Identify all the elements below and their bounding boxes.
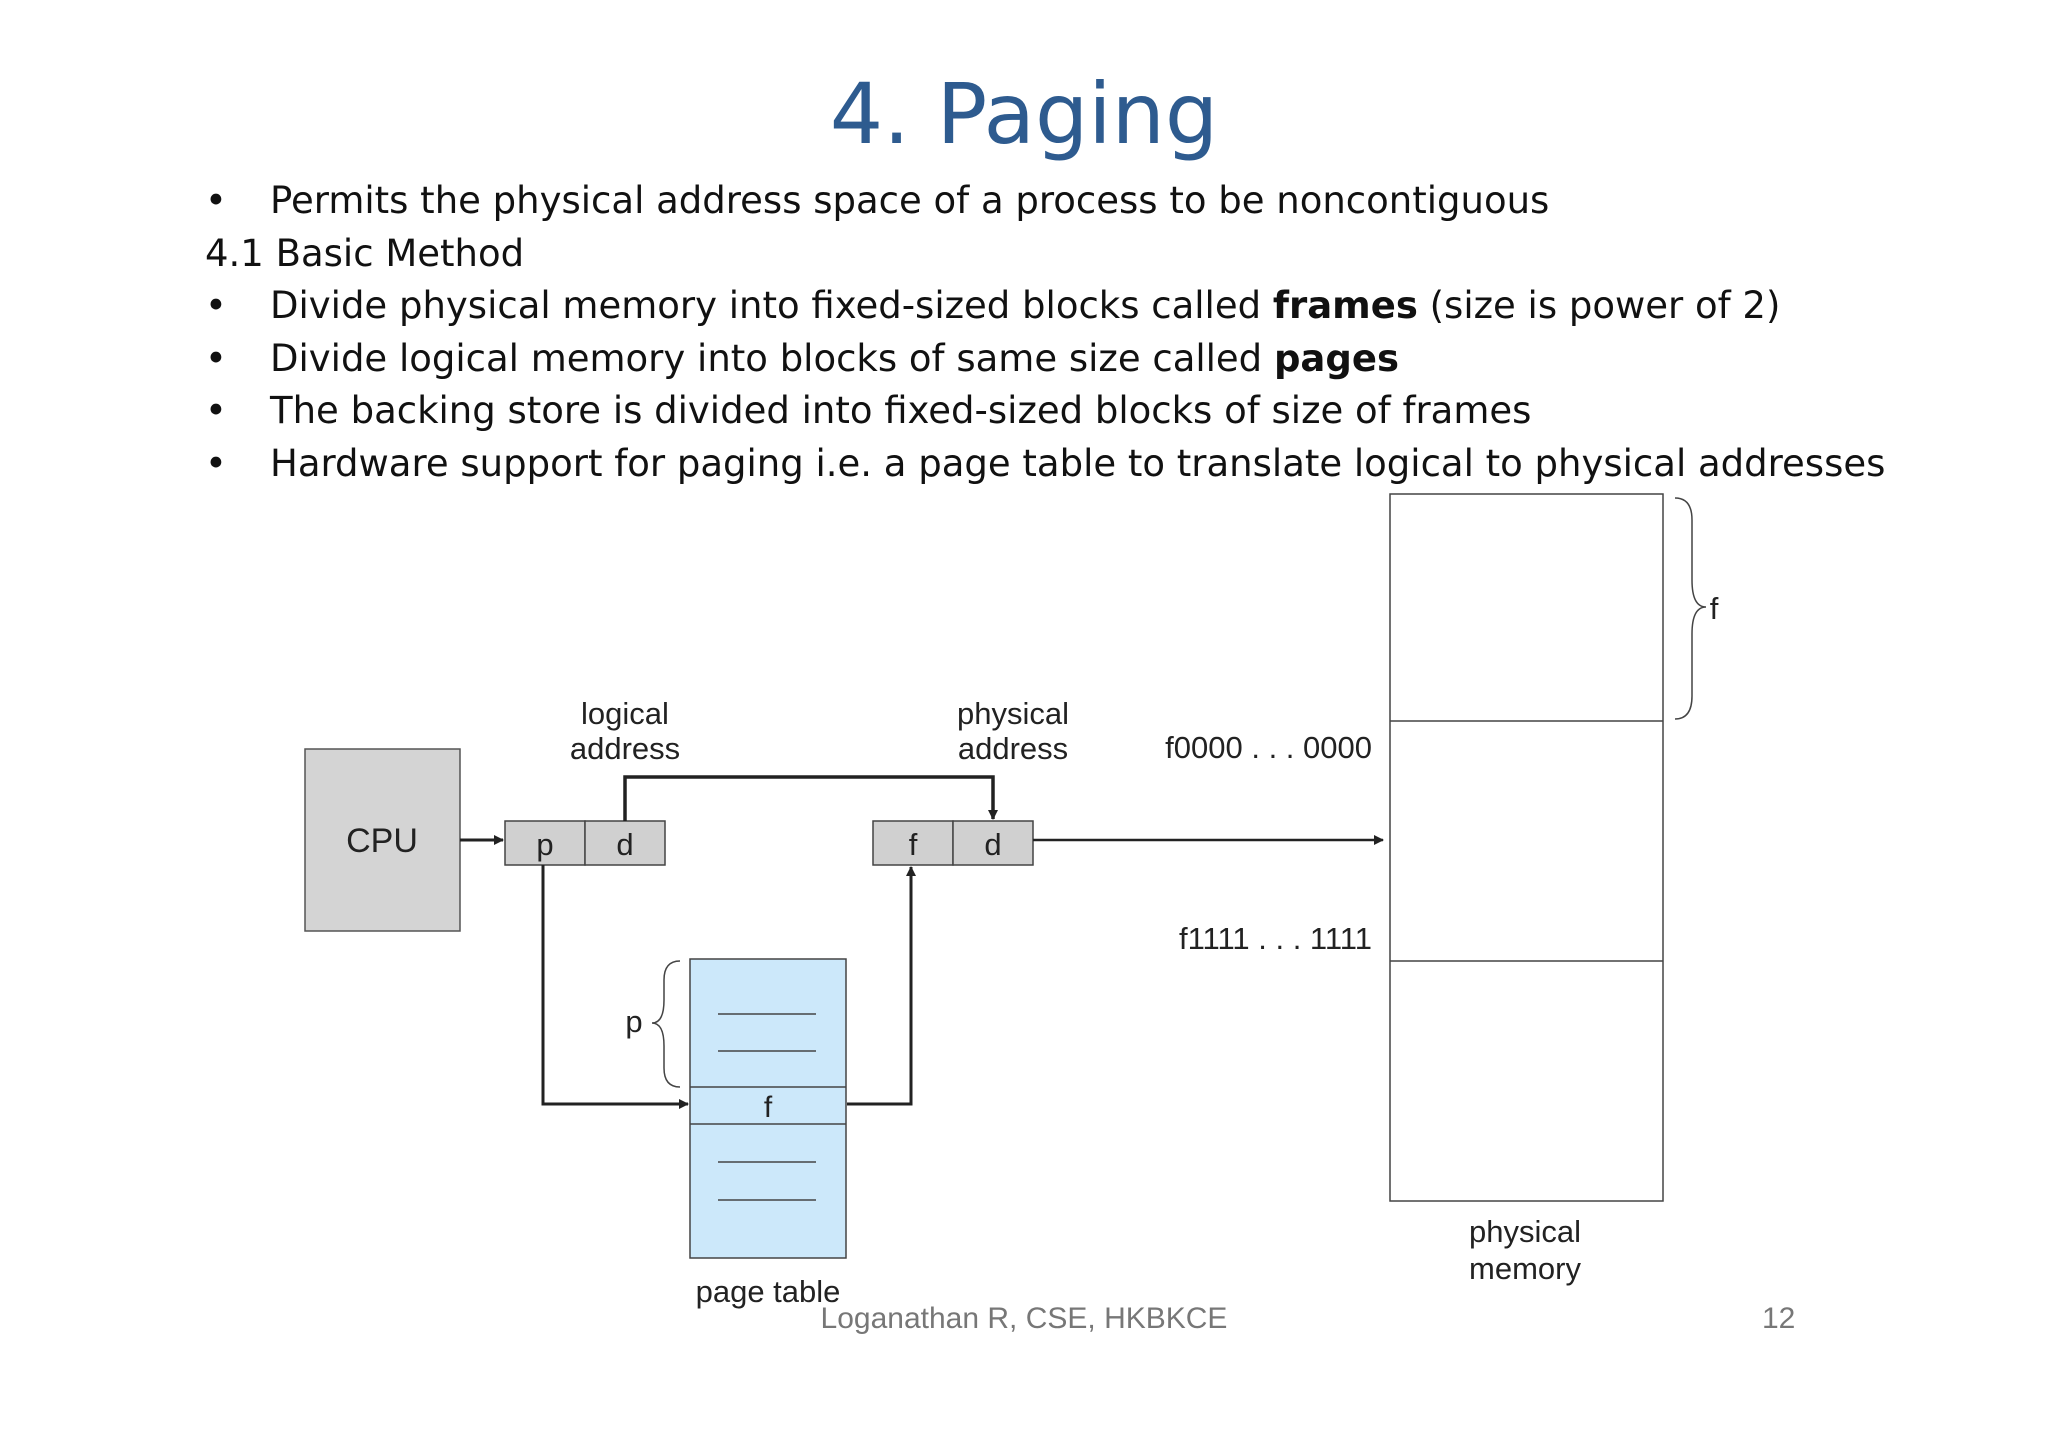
physical-address-label-line2: address xyxy=(958,731,1068,766)
cpu-label: CPU xyxy=(346,822,418,860)
frame-brace xyxy=(1674,497,1707,720)
bullet-dot: • xyxy=(205,441,227,485)
page-table-box xyxy=(689,958,847,1259)
bullet-text: Divide physical memory into fixed-sized … xyxy=(270,280,1780,333)
bullet-text-bold: frames xyxy=(1272,284,1418,327)
physical-memory-label-line1: physical xyxy=(1469,1214,1581,1249)
logical-address-d-cell xyxy=(584,820,666,866)
bullet-text: Divide logical memory into blocks of sam… xyxy=(270,333,1399,386)
section-heading-text: 4.1 Basic Method xyxy=(205,231,525,275)
page-brace-label: p xyxy=(625,1004,642,1039)
bullet-text: The backing store is divided into fixed-… xyxy=(270,389,1532,432)
page-table-label: page table xyxy=(696,1274,841,1309)
footer-author: Loganathan R, CSE, HKBKCE xyxy=(820,1302,1228,1335)
bullet-dot: • xyxy=(205,284,227,327)
physical-address-f-cell xyxy=(872,820,954,866)
physical-memory-box xyxy=(1389,493,1664,1202)
physical-address-d: d xyxy=(984,827,1001,862)
frame-brace-label: f xyxy=(1710,591,1719,626)
bullet-dot: • xyxy=(205,389,227,432)
footer-page-number: 12 xyxy=(1762,1302,1796,1335)
bullet-text: Permits the physical address space of a … xyxy=(270,179,1550,222)
logical-address-p: p xyxy=(536,827,553,862)
bullet-text-suffix: (size is power of 2) xyxy=(1417,284,1781,327)
logical-address-label-line2: address xyxy=(570,731,680,766)
frame-start-address: f0000 . . . 0000 xyxy=(1165,730,1372,765)
offset-path-arrow xyxy=(623,775,998,821)
cpu-box xyxy=(304,748,461,932)
frame-end-address: f1111 . . . 1111 xyxy=(1179,921,1372,956)
bullet-text-prefix: Divide physical memory into fixed-sized … xyxy=(270,284,1273,327)
physical-address-label-line1: physical xyxy=(957,696,1069,731)
bullet-dot: • xyxy=(205,179,227,222)
logical-address-label-line1: logical xyxy=(581,696,669,731)
bullet-dot: • xyxy=(205,336,227,380)
bullet-text-bold: pages xyxy=(1273,336,1399,380)
slide-title: 4. Paging xyxy=(829,65,1219,163)
physical-memory-label-line2: memory xyxy=(1469,1251,1581,1286)
logical-address-d: d xyxy=(616,827,633,862)
bullet-text-prefix: Divide logical memory into blocks of sam… xyxy=(270,336,1274,380)
physical-address-f: f xyxy=(909,827,918,862)
logical-address-p-cell xyxy=(504,820,586,866)
bullet-text: Hardware support for paging i.e. a page … xyxy=(270,441,1886,485)
page-table-entry-f: f xyxy=(764,1091,773,1124)
physical-address-d-cell xyxy=(952,820,1034,866)
frame-number-path-arrow xyxy=(847,866,916,1106)
page-number-path-arrow xyxy=(541,865,689,1109)
page-brace xyxy=(651,960,681,1088)
